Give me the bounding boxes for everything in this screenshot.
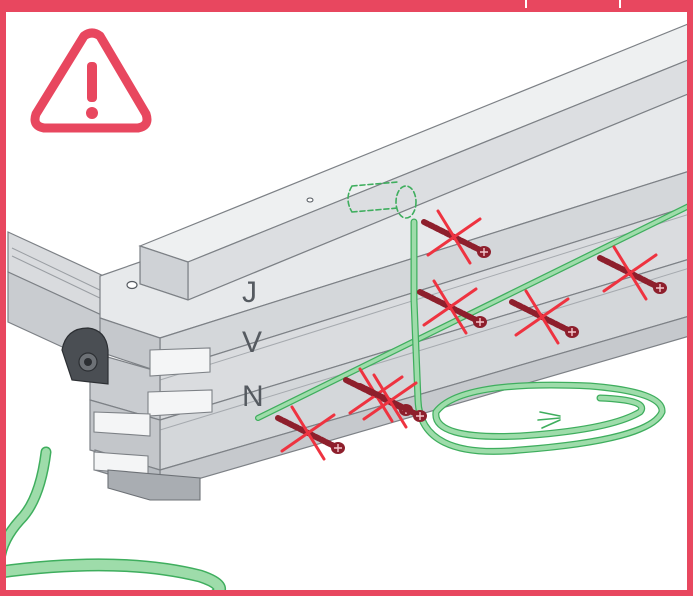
screws <box>275 209 667 461</box>
corner-bracket <box>61 327 109 385</box>
layer-label-top: J <box>242 276 257 309</box>
layer-label-bottom: N <box>242 380 264 413</box>
cross-icon <box>426 209 482 265</box>
cross-icon <box>422 279 478 335</box>
cross-icon <box>602 245 658 301</box>
layer-label-middle: V <box>242 326 262 359</box>
warning-triangle-icon <box>30 28 152 133</box>
profile-stack <box>89 21 693 501</box>
cross-icon <box>280 405 336 461</box>
cross-icon <box>362 373 418 429</box>
cross-icon <box>514 289 570 345</box>
